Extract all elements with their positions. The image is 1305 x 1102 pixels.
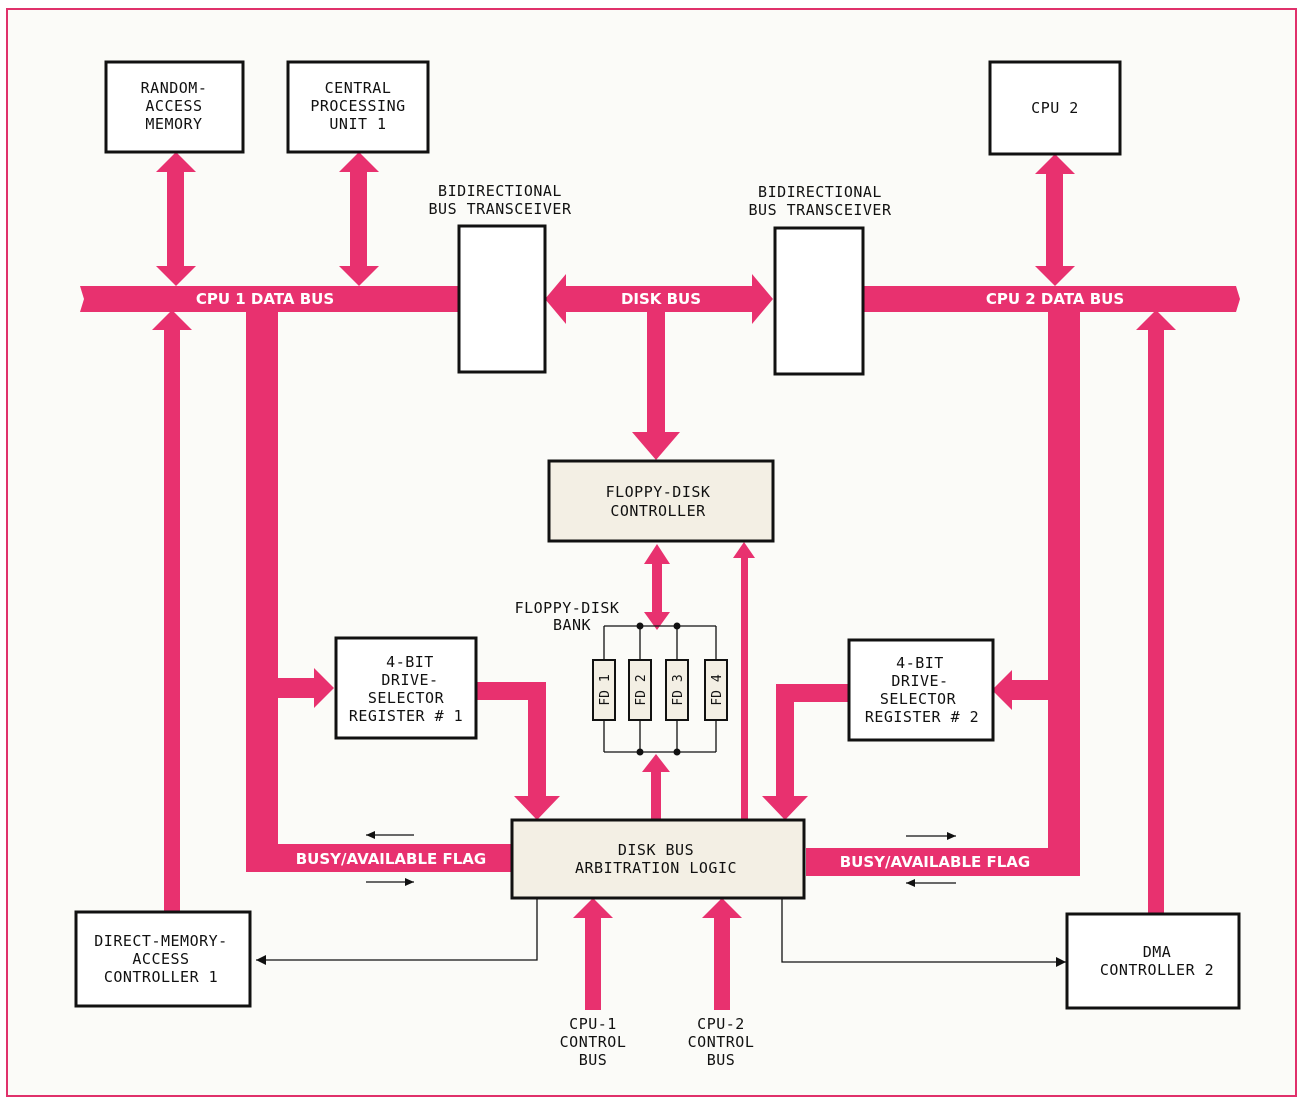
floppy-disk-controller: FLOPPY-DISK CONTROLLER — [547, 459, 775, 543]
disk-bus — [545, 274, 773, 324]
svg-text:DMA: DMA — [1143, 943, 1172, 961]
busy-flag-right-label: BUSY/AVAILABLE FLAG — [840, 853, 1030, 871]
drive-selector-register-1: 4-BIT DRIVE- SELECTOR REGISTER # 1 — [334, 636, 478, 740]
arbitration-to-dma1-line — [256, 898, 538, 965]
svg-text:ACCESS: ACCESS — [145, 97, 202, 115]
svg-text:DISK BUS: DISK BUS — [618, 841, 694, 859]
cpu1-block: CENTRAL PROCESSING UNIT 1 — [286, 60, 430, 154]
cpu1-bus-arrow — [339, 152, 379, 286]
flag-direction-arrows-right — [906, 832, 956, 887]
svg-text:CONTROL: CONTROL — [560, 1033, 627, 1051]
svg-text:CONTROLLER 1: CONTROLLER 1 — [104, 968, 218, 986]
cpu1-flag-loop — [246, 312, 512, 872]
svg-text:CENTRAL: CENTRAL — [325, 79, 392, 97]
svg-text:SELECTOR: SELECTOR — [880, 690, 957, 708]
svg-text:BUS: BUS — [579, 1051, 608, 1069]
svg-text:SELECTOR: SELECTOR — [368, 689, 445, 707]
arbitration-to-bank-arrow — [642, 754, 670, 820]
svg-text:CONTROLLER 2: CONTROLLER 2 — [1100, 961, 1214, 979]
busy-flag-left-label: BUSY/AVAILABLE FLAG — [296, 850, 486, 868]
svg-text:MEMORY: MEMORY — [145, 115, 202, 133]
cpu2-block: CPU 2 — [988, 60, 1122, 156]
cpu1-data-bus — [80, 286, 462, 312]
svg-text:CPU-2: CPU-2 — [697, 1015, 745, 1033]
cpu1-data-bus-label: CPU 1 DATA BUS — [196, 290, 334, 308]
svg-text:CPU-1: CPU-1 — [569, 1015, 617, 1033]
svg-text:REGISTER # 1: REGISTER # 1 — [349, 707, 463, 725]
selector1-to-arbitration-arrow — [476, 682, 560, 820]
svg-text:CONTROL: CONTROL — [688, 1033, 755, 1051]
cpu2-control-bus-arrow — [702, 898, 742, 1010]
svg-text:PROCESSING: PROCESSING — [310, 97, 405, 115]
svg-text:BUS: BUS — [707, 1051, 736, 1069]
arbitration-to-fdc-arrow — [733, 542, 755, 820]
fd2-label: FD 2 — [634, 674, 649, 705]
svg-text:FLOPPY-DISK: FLOPPY-DISK — [606, 483, 711, 501]
fd3-label: FD 3 — [671, 674, 686, 705]
svg-text:ACCESS: ACCESS — [132, 950, 189, 968]
fd4-drive — [704, 659, 728, 721]
transceiver-left: BIDIRECTIONAL BUS TRANSCEIVER — [429, 182, 572, 374]
cpu2-bus-arrow — [1035, 154, 1075, 286]
fd1-drive — [592, 659, 616, 721]
drive-selector-register-2: 4-BIT DRIVE- SELECTOR REGISTER # 2 — [847, 638, 995, 742]
svg-text:CPU 2: CPU 2 — [1031, 99, 1079, 117]
cpu2-flag-loop — [806, 312, 1080, 876]
dma-controller-1: DIRECT-MEMORY- ACCESS CONTROLLER 1 — [74, 910, 252, 1008]
arbitration-to-dma2-line — [781, 898, 1066, 967]
disk-bus-label: DISK BUS — [621, 290, 701, 308]
cpu2-data-bus — [862, 286, 1240, 312]
svg-text:DRIVE-: DRIVE- — [381, 671, 438, 689]
cpu2-data-bus-label: CPU 2 DATA BUS — [986, 290, 1124, 308]
svg-text:BUS TRANSCEIVER: BUS TRANSCEIVER — [749, 201, 892, 219]
svg-text:DRIVE-: DRIVE- — [891, 672, 948, 690]
cpu1-control-bus-label: CPU-1 CONTROL BUS — [560, 1015, 627, 1069]
svg-text:REGISTER # 2: REGISTER # 2 — [865, 708, 979, 726]
fdc-bank-arrow — [644, 544, 670, 630]
ram-bus-arrow — [156, 152, 196, 286]
fd3-drive — [665, 659, 689, 721]
svg-text:DIRECT-MEMORY-: DIRECT-MEMORY- — [94, 932, 227, 950]
svg-text:RANDOM-: RANDOM- — [141, 79, 208, 97]
flag-direction-arrows-left — [366, 831, 414, 886]
dma2-bus-arrow — [1136, 310, 1176, 914]
disk-bus-to-fdc-arrow — [632, 312, 680, 460]
cpu1-control-bus-arrow — [573, 898, 613, 1010]
fd4-label: FD 4 — [710, 674, 725, 705]
svg-text:CONTROLLER: CONTROLLER — [610, 502, 706, 520]
cpu2-control-bus-label: CPU-2 CONTROL BUS — [688, 1015, 755, 1069]
svg-text:BUS TRANSCEIVER: BUS TRANSCEIVER — [429, 200, 572, 218]
svg-text:4-BIT: 4-BIT — [386, 653, 434, 671]
transceiver-right: BIDIRECTIONAL BUS TRANSCEIVER — [749, 183, 892, 376]
svg-text:BIDIRECTIONAL: BIDIRECTIONAL — [758, 183, 882, 201]
disk-bus-arbitration-logic: DISK BUS ARBITRATION LOGIC — [510, 818, 806, 900]
floppy-disk-bank: FD 1 FD 2 FD 3 FD 4 — [592, 622, 728, 756]
floppy-disk-bank-label: FLOPPY-DISK BANK — [515, 599, 620, 634]
svg-text:ARBITRATION LOGIC: ARBITRATION LOGIC — [575, 859, 737, 877]
svg-text:UNIT 1: UNIT 1 — [329, 115, 386, 133]
fd2-drive — [628, 659, 652, 721]
svg-text:4-BIT: 4-BIT — [896, 654, 944, 672]
selector2-to-arbitration-arrow — [762, 684, 850, 820]
fd1-label: FD 1 — [598, 674, 613, 705]
ram-block: RANDOM- ACCESS MEMORY — [104, 60, 245, 154]
svg-text:FLOPPY-DISK: FLOPPY-DISK — [515, 599, 620, 617]
svg-text:BIDIRECTIONAL: BIDIRECTIONAL — [438, 182, 562, 200]
dma-controller-2: DMA CONTROLLER 2 — [1065, 912, 1241, 1010]
svg-text:BANK: BANK — [553, 616, 591, 634]
dma1-bus-arrow — [152, 310, 192, 912]
